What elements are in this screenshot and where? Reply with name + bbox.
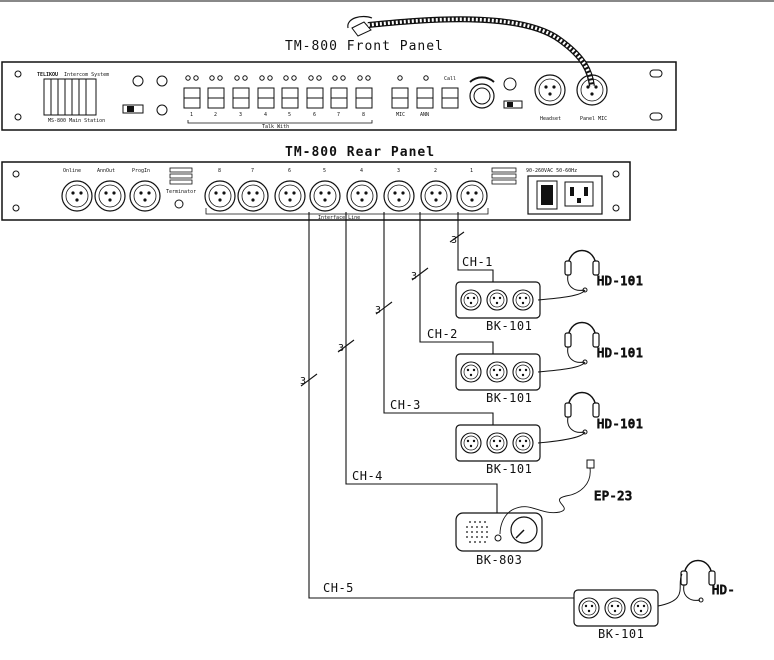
rear-vent-right bbox=[491, 167, 517, 185]
svg-text:8: 8 bbox=[218, 168, 221, 174]
interface-line-label: Interface Line bbox=[318, 215, 360, 221]
ch-5-label: CH-5 bbox=[323, 581, 354, 595]
svg-text:3: 3 bbox=[397, 168, 400, 174]
svg-text:3: 3 bbox=[451, 235, 458, 246]
headset-4: HD- bbox=[657, 559, 735, 607]
svg-text:BK-101: BK-101 bbox=[486, 462, 532, 476]
power-rating-label: 90-260VAC 50-60Hz bbox=[526, 168, 577, 174]
rear-panel: TM-800 Rear Panel Online AnnOut ProgIn T… bbox=[1, 145, 631, 221]
ch-4-label: CH-4 bbox=[352, 469, 383, 483]
speaker-grille bbox=[43, 78, 97, 116]
online-label: Online bbox=[63, 168, 81, 174]
annout-label: AnnOut bbox=[97, 168, 115, 174]
cable-lines bbox=[300, 212, 611, 606]
brand-logo: TELIKOU bbox=[37, 72, 58, 78]
gooseneck-microphone bbox=[347, 15, 595, 87]
volume-knob[interactable] bbox=[469, 76, 523, 109]
mic-label: MIC bbox=[396, 112, 405, 118]
talk-num-2: 2 bbox=[214, 112, 217, 118]
earpiece-ep-23: EP-23 bbox=[499, 459, 633, 535]
headset-2: HD-101 bbox=[537, 321, 643, 373]
svg-text:5: 5 bbox=[323, 168, 326, 174]
front-panel-title: TM-800 Front Panel bbox=[285, 39, 444, 54]
svg-text:HD-101: HD-101 bbox=[597, 417, 643, 431]
svg-text:3: 3 bbox=[338, 343, 345, 354]
headset-3: HD-101 bbox=[537, 391, 643, 444]
svg-text:3: 3 bbox=[411, 271, 418, 282]
svg-text:HD-: HD- bbox=[712, 583, 735, 597]
svg-text:BK-101: BK-101 bbox=[486, 391, 532, 405]
talk-num-3: 3 bbox=[239, 112, 242, 118]
ch-3-label: CH-3 bbox=[390, 398, 421, 412]
level-knobs bbox=[122, 75, 168, 116]
svg-text:EP-23: EP-23 bbox=[594, 489, 633, 503]
ch-2-label: CH-2 bbox=[427, 327, 458, 341]
beltpack-3: BK-101 bbox=[456, 425, 540, 476]
svg-text:BK-101: BK-101 bbox=[486, 319, 532, 333]
svg-text:HD-101: HD-101 bbox=[597, 274, 643, 288]
model-line: MS-800 Main Station bbox=[48, 118, 105, 124]
talk-num-5: 5 bbox=[288, 112, 291, 118]
terminator-label: Terminator bbox=[166, 189, 196, 195]
panel-mic-jack: Panel MIC bbox=[576, 74, 608, 122]
svg-text:BK-803: BK-803 bbox=[476, 553, 522, 567]
channel-labels: CH-1 CH-2 CH-3 CH-4 CH-5 bbox=[323, 255, 493, 595]
brand-subtitle: Intercom System bbox=[64, 72, 109, 78]
front-panel: TM-800 Front Panel TELIKOU Intercom Syst… bbox=[1, 39, 677, 131]
svg-text:7: 7 bbox=[251, 168, 254, 174]
svg-text:Panel MIC: Panel MIC bbox=[580, 116, 607, 122]
ch-1-label: CH-1 bbox=[462, 255, 493, 269]
svg-text:3: 3 bbox=[375, 305, 382, 316]
svg-text:4: 4 bbox=[360, 168, 363, 174]
talk-indicator-leds bbox=[185, 75, 371, 81]
talk-with-label: Talk With bbox=[262, 124, 289, 130]
talk-num-4: 4 bbox=[264, 112, 267, 118]
headset-1: HD-101 bbox=[537, 249, 643, 301]
beltpack-4: BK-101 bbox=[574, 590, 658, 641]
power-inlet bbox=[527, 175, 603, 215]
call-label: Call bbox=[444, 76, 456, 82]
speaker-station-bk-803: BK-803 bbox=[455, 512, 543, 567]
svg-text:1: 1 bbox=[470, 168, 473, 174]
headset-jack: Headset bbox=[534, 74, 566, 122]
beltpack-2: BK-101 bbox=[456, 354, 540, 405]
svg-text:6: 6 bbox=[288, 168, 291, 174]
mic-ann-call-buttons[interactable] bbox=[391, 75, 459, 109]
rear-panel-title: TM-800 Rear Panel bbox=[285, 145, 435, 160]
svg-text:HD-101: HD-101 bbox=[597, 346, 643, 360]
rear-vent-left bbox=[169, 167, 193, 185]
svg-text:BK-101: BK-101 bbox=[598, 627, 644, 641]
svg-text:3: 3 bbox=[300, 376, 307, 387]
svg-text:2: 2 bbox=[434, 168, 437, 174]
channel-connectors: 8 7 6 5 4 3 2 1 bbox=[204, 168, 489, 215]
talk-num-8: 8 bbox=[362, 112, 365, 118]
beltpack-1: BK-101 bbox=[456, 282, 540, 333]
talk-num-7: 7 bbox=[337, 112, 340, 118]
wire-count-labels: 3 3 3 3 3 bbox=[300, 235, 458, 387]
talk-button-row: 1 2 3 4 5 6 7 8 Talk With bbox=[183, 75, 373, 130]
svg-text:Headset: Headset bbox=[540, 116, 561, 122]
talk-num-6: 6 bbox=[313, 112, 316, 118]
progin-label: ProgIn bbox=[132, 168, 150, 174]
ann-label: ANN bbox=[420, 112, 429, 118]
talk-num-1: 1 bbox=[190, 112, 193, 118]
